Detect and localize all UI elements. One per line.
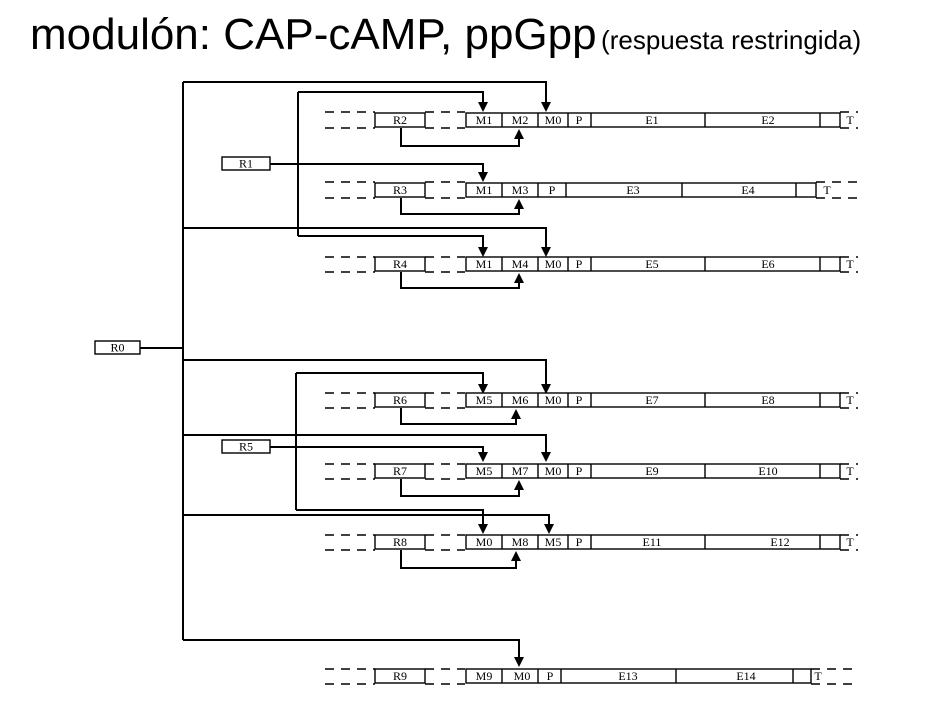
segment: P <box>549 183 556 197</box>
regulator-label: R1 <box>239 157 253 171</box>
segment: E1 <box>645 113 658 127</box>
segment: E9 <box>645 464 658 478</box>
operon-2: R3 M1 M3 P E3 E4 T <box>325 181 858 215</box>
regulator-label: R5 <box>239 440 253 454</box>
segment: E5 <box>645 257 658 271</box>
regulator-r1: R1 <box>221 156 271 171</box>
operon-5: R7 M5 M7 M0 P E9 E10 T <box>325 463 858 497</box>
segment: M8 <box>512 535 529 549</box>
r0-connections <box>140 81 554 667</box>
title-main: modulón: CAP-cAMP, ppGpp <box>30 10 597 59</box>
segment: P <box>576 535 583 549</box>
regulator-label: R0 <box>110 341 124 355</box>
segment: M0 <box>545 113 562 127</box>
segment: M5 <box>476 464 493 478</box>
operon-4: R6 M5 M6 M0 P E7 E8 T <box>325 392 858 425</box>
segment: E6 <box>761 257 774 271</box>
operon-7: R9 M9 M0 P E13 E14 T <box>325 668 858 685</box>
regulator-gene: R2 <box>393 113 407 127</box>
segment: E13 <box>618 669 637 683</box>
segment: M2 <box>512 113 529 127</box>
regulator-gene: R8 <box>393 535 407 549</box>
segment: E2 <box>761 113 774 127</box>
page-title: modulón: CAP-cAMP, ppGpp (respuesta rest… <box>30 10 861 60</box>
segment: E10 <box>758 464 777 478</box>
segment: E12 <box>770 535 789 549</box>
segment: M1 <box>476 257 493 271</box>
segment: M5 <box>476 393 493 407</box>
segment: M6 <box>512 393 529 407</box>
terminator: T <box>846 113 854 127</box>
segment: M0 <box>514 669 531 683</box>
segment: M1 <box>476 183 493 197</box>
r5-connections <box>270 372 488 534</box>
regulator-gene: R4 <box>393 257 407 271</box>
segment: M0 <box>545 464 562 478</box>
segment: M0 <box>545 393 562 407</box>
segment: P <box>576 393 583 407</box>
segment: P <box>576 464 583 478</box>
regulator-gene: R9 <box>393 669 407 683</box>
segment: E4 <box>741 183 754 197</box>
segment: M1 <box>476 113 493 127</box>
segment: M0 <box>545 257 562 271</box>
segment: M5 <box>545 535 562 549</box>
segment: E11 <box>643 535 662 549</box>
segment: E3 <box>626 183 639 197</box>
terminator: T <box>814 669 822 683</box>
segment: P <box>547 669 554 683</box>
terminator: T <box>846 535 854 549</box>
segment: M0 <box>476 535 493 549</box>
segment: M9 <box>476 669 493 683</box>
segment: M4 <box>512 257 529 271</box>
operon-3: R4 M1 M4 M0 P E5 E6 T <box>325 256 858 289</box>
operon-6: R8 M0 M8 M5 P E11 E12 T <box>325 534 858 569</box>
segment: P <box>576 257 583 271</box>
r1-connections <box>270 91 488 257</box>
terminator: T <box>846 464 854 478</box>
title-subtitle: (respuesta restringida) <box>601 25 862 55</box>
segment: P <box>576 113 583 127</box>
regulator-gene: R7 <box>393 464 407 478</box>
terminator: T <box>823 183 831 197</box>
terminator: T <box>846 257 854 271</box>
segment: E14 <box>736 669 755 683</box>
regulator-r0: R0 <box>94 340 141 355</box>
operon-1: R2 M1 M2 M0 P E1 E2 T <box>325 111 858 147</box>
regulator-gene: R3 <box>393 183 407 197</box>
regulator-gene: R6 <box>393 393 407 407</box>
regulator-r5: R5 <box>221 439 271 454</box>
segment: E7 <box>645 393 658 407</box>
segment: M7 <box>512 464 529 478</box>
segment: E8 <box>761 393 774 407</box>
segment: M3 <box>512 183 529 197</box>
terminator: T <box>846 393 854 407</box>
